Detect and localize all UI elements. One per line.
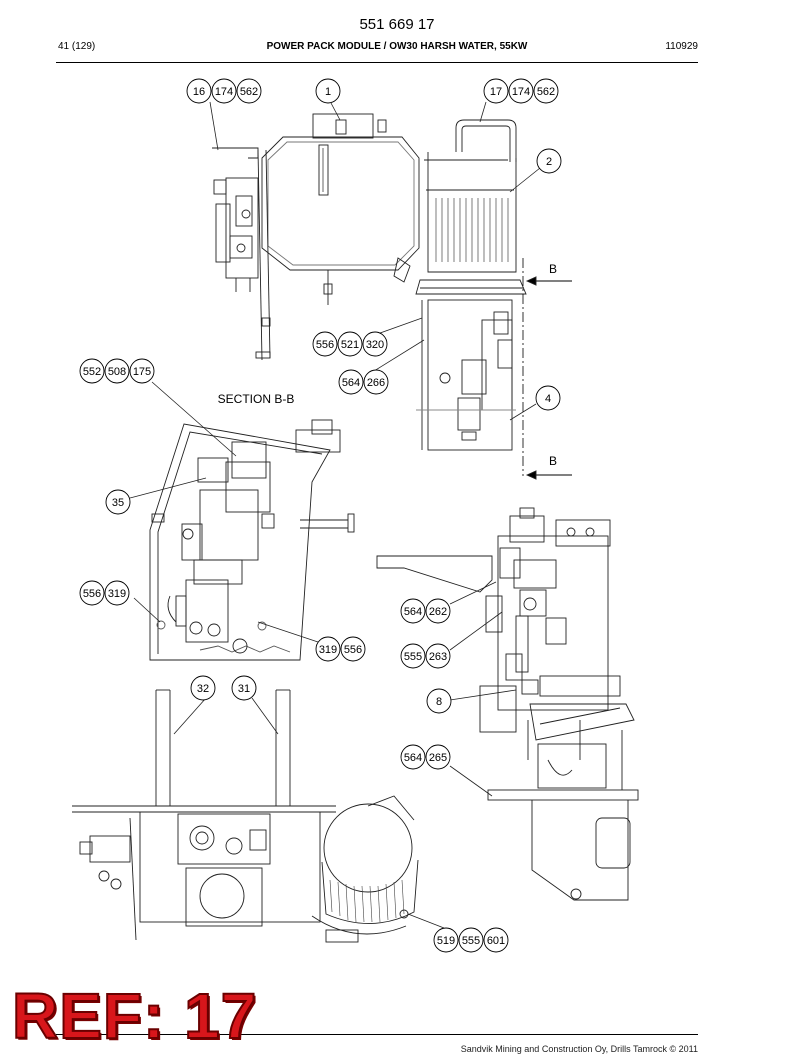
callout-label: 519 <box>437 935 455 947</box>
section-mark-top: B <box>549 262 557 276</box>
callout-label: 265 <box>429 752 447 764</box>
callout-label: 564 <box>342 377 360 389</box>
callout-label: 31 <box>238 683 250 695</box>
callout-label: 175 <box>133 366 151 378</box>
callout-label: 319 <box>319 644 337 656</box>
callout-label: 555 <box>404 651 422 663</box>
callout-556-319[interactable]: 556 319 <box>79 580 130 606</box>
callout-label: 266 <box>367 377 385 389</box>
callout-label: 174 <box>512 86 530 98</box>
callout-552-508-175[interactable]: 552 508 175 <box>79 358 155 384</box>
callout-4[interactable]: 4 <box>535 385 561 411</box>
footer-copyright: Sandvik Mining and Construction Oy, Dril… <box>460 1044 698 1054</box>
callout-label: 17 <box>490 86 502 98</box>
callout-label: 2 <box>546 156 552 168</box>
callout-564-262[interactable]: 564 262 <box>400 598 451 624</box>
date-code: 110929 <box>665 41 698 52</box>
callout-label: 556 <box>83 588 101 600</box>
callout-label: 601 <box>487 935 505 947</box>
ref-stamp: REF: 17 <box>11 980 258 1052</box>
callout-label: 562 <box>240 86 258 98</box>
footer-rule <box>56 1034 698 1035</box>
callout-556-521-320[interactable]: 556 521 320 <box>312 331 388 357</box>
callout-564-266[interactable]: 564 266 <box>338 369 389 395</box>
callout-319-556[interactable]: 319 556 <box>315 636 366 662</box>
callout-label: 564 <box>404 606 422 618</box>
document-number: 551 669 17 <box>359 16 435 33</box>
callout-label: 508 <box>108 366 126 378</box>
callout-label: 4 <box>545 393 551 405</box>
side-view-drawing <box>376 507 639 901</box>
callout-31[interactable]: 31 <box>231 675 257 701</box>
callout-label: 174 <box>215 86 233 98</box>
plan-view-drawing <box>72 689 419 943</box>
callout-label: 556 <box>316 339 334 351</box>
page-number: 41 (129) <box>58 41 96 52</box>
callout-label: 32 <box>197 683 209 695</box>
callout-1[interactable]: 1 <box>315 78 341 104</box>
callout-8[interactable]: 8 <box>426 688 452 714</box>
callout-label: 263 <box>429 651 447 663</box>
callout-16-174-562[interactable]: 16 174 562 <box>186 78 262 104</box>
section-mark-bottom: B <box>549 454 557 468</box>
callout-32[interactable]: 32 <box>190 675 216 701</box>
callout-label: 8 <box>436 696 442 708</box>
callout-label: 16 <box>193 86 205 98</box>
callout-555-263[interactable]: 555 263 <box>400 643 451 669</box>
page-title: POWER PACK MODULE / OW30 HARSH WATER, 55… <box>266 41 528 52</box>
callout-17-174-562[interactable]: 17 174 562 <box>483 78 559 104</box>
top-assembly-drawing <box>212 113 572 480</box>
callout-35[interactable]: 35 <box>105 489 131 515</box>
callout-2[interactable]: 2 <box>536 148 562 174</box>
callout-564-265[interactable]: 564 265 <box>400 744 451 770</box>
callout-label: 521 <box>341 339 359 351</box>
callout-label: 35 <box>112 497 124 509</box>
header-rule <box>56 62 698 63</box>
callout-label: 556 <box>344 644 362 656</box>
callout-label: 262 <box>429 606 447 618</box>
section-bb-drawing <box>149 419 355 661</box>
callout-label: 320 <box>366 339 384 351</box>
callout-label: 562 <box>537 86 555 98</box>
callout-label: 564 <box>404 752 422 764</box>
callout-label: 555 <box>462 935 480 947</box>
callout-label: 552 <box>83 366 101 378</box>
callout-519-555-601[interactable]: 519 555 601 <box>433 927 509 953</box>
section-title: SECTION B-B <box>218 392 295 406</box>
callout-label: 319 <box>108 588 126 600</box>
callout-label: 1 <box>325 86 331 98</box>
